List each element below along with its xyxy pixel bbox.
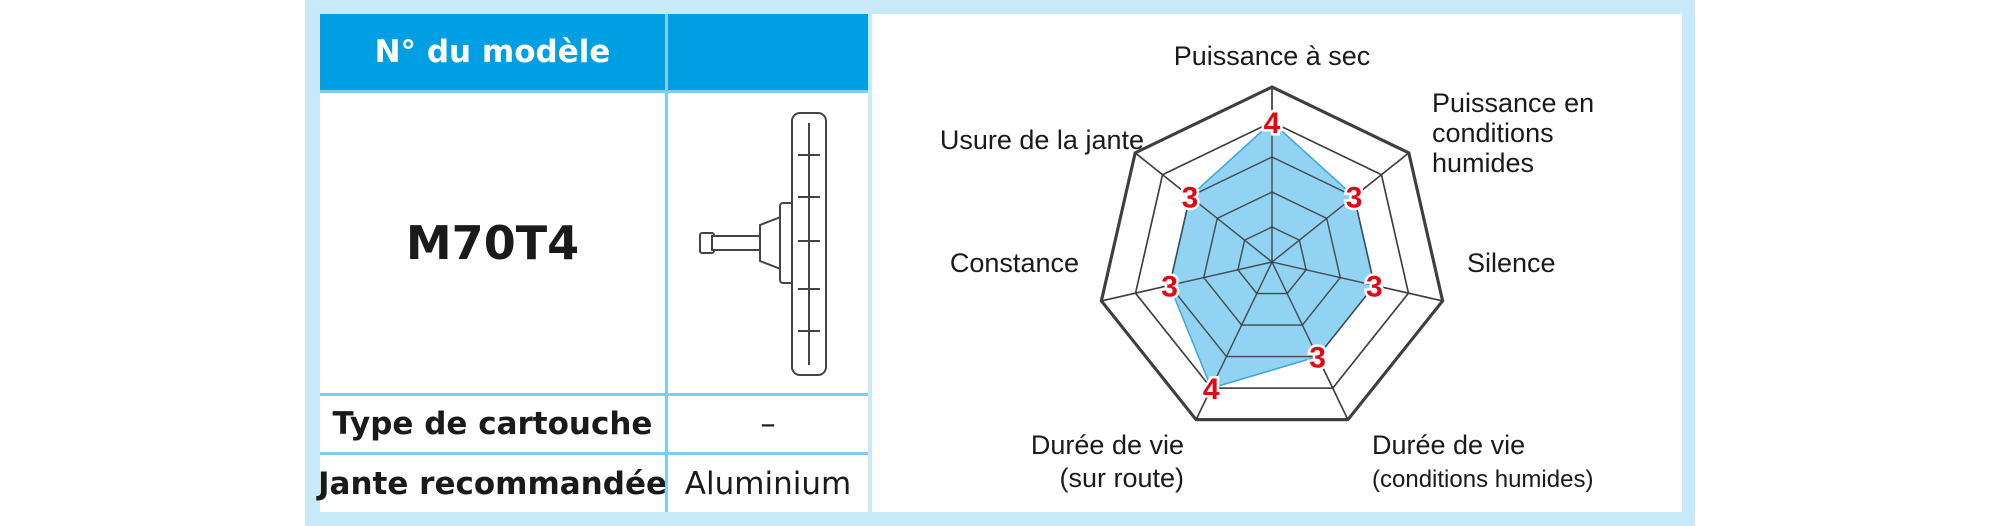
grid-ring-overlay xyxy=(1202,191,1342,326)
axis-label: Constance xyxy=(950,248,1079,278)
axis-label: (conditions humides) xyxy=(1372,466,1593,493)
recommended-rim-value: Aluminium xyxy=(684,465,852,502)
axis-label: humides xyxy=(1432,148,1534,178)
brake-pad-icon xyxy=(699,112,827,376)
recommended-rim-label: Jante recommandée xyxy=(318,465,667,502)
grid-spoke-overlay xyxy=(1101,261,1273,302)
product-image xyxy=(668,93,868,393)
axis-label: Puissance à sec xyxy=(1174,41,1371,71)
row-divider xyxy=(320,90,868,93)
data-label: 3 xyxy=(1161,270,1178,303)
row-divider xyxy=(320,393,868,396)
data-label: 3 xyxy=(1346,182,1363,215)
grid-spoke-overlay xyxy=(1271,261,1443,302)
axis-label: (sur route) xyxy=(1059,463,1184,493)
data-label: 3 xyxy=(1366,270,1383,303)
axis-label: Durée de vie xyxy=(1031,430,1184,460)
axis-label: Silence xyxy=(1467,248,1556,278)
model-name: M70T4 xyxy=(405,216,580,270)
axis-label: conditions xyxy=(1432,118,1554,148)
axis-label: Usure de la jante xyxy=(940,125,1144,155)
grid-ring-overlay xyxy=(1237,226,1307,295)
header-model-number: N° du modèle xyxy=(320,14,665,90)
data-label: 3 xyxy=(1182,182,1199,215)
grid-spoke-overlay xyxy=(1271,261,1349,420)
header-image xyxy=(668,14,868,90)
grid-ring-overlay xyxy=(1168,156,1376,358)
grid-spoke-overlay xyxy=(1195,261,1273,420)
data-label: 4 xyxy=(1203,373,1220,406)
cartridge-type-label: Type de cartouche xyxy=(332,406,653,442)
spec-table: N° du modèle M70T4 Type de cartouche – J… xyxy=(318,14,868,512)
cartridge-type-value: – xyxy=(760,406,776,442)
axis-label: Puissance en xyxy=(1432,88,1594,118)
data-label: 3 xyxy=(1309,342,1326,375)
axis-label: Durée de vie xyxy=(1372,430,1525,460)
grid-ring-overlay xyxy=(1134,121,1410,389)
data-label: 4 xyxy=(1264,107,1281,140)
grid-ring-overlay xyxy=(1099,85,1445,422)
column-divider xyxy=(665,14,668,512)
grid-spoke-overlay xyxy=(1134,152,1273,263)
row-divider xyxy=(320,452,868,455)
grid-spoke-overlay xyxy=(1271,152,1410,263)
